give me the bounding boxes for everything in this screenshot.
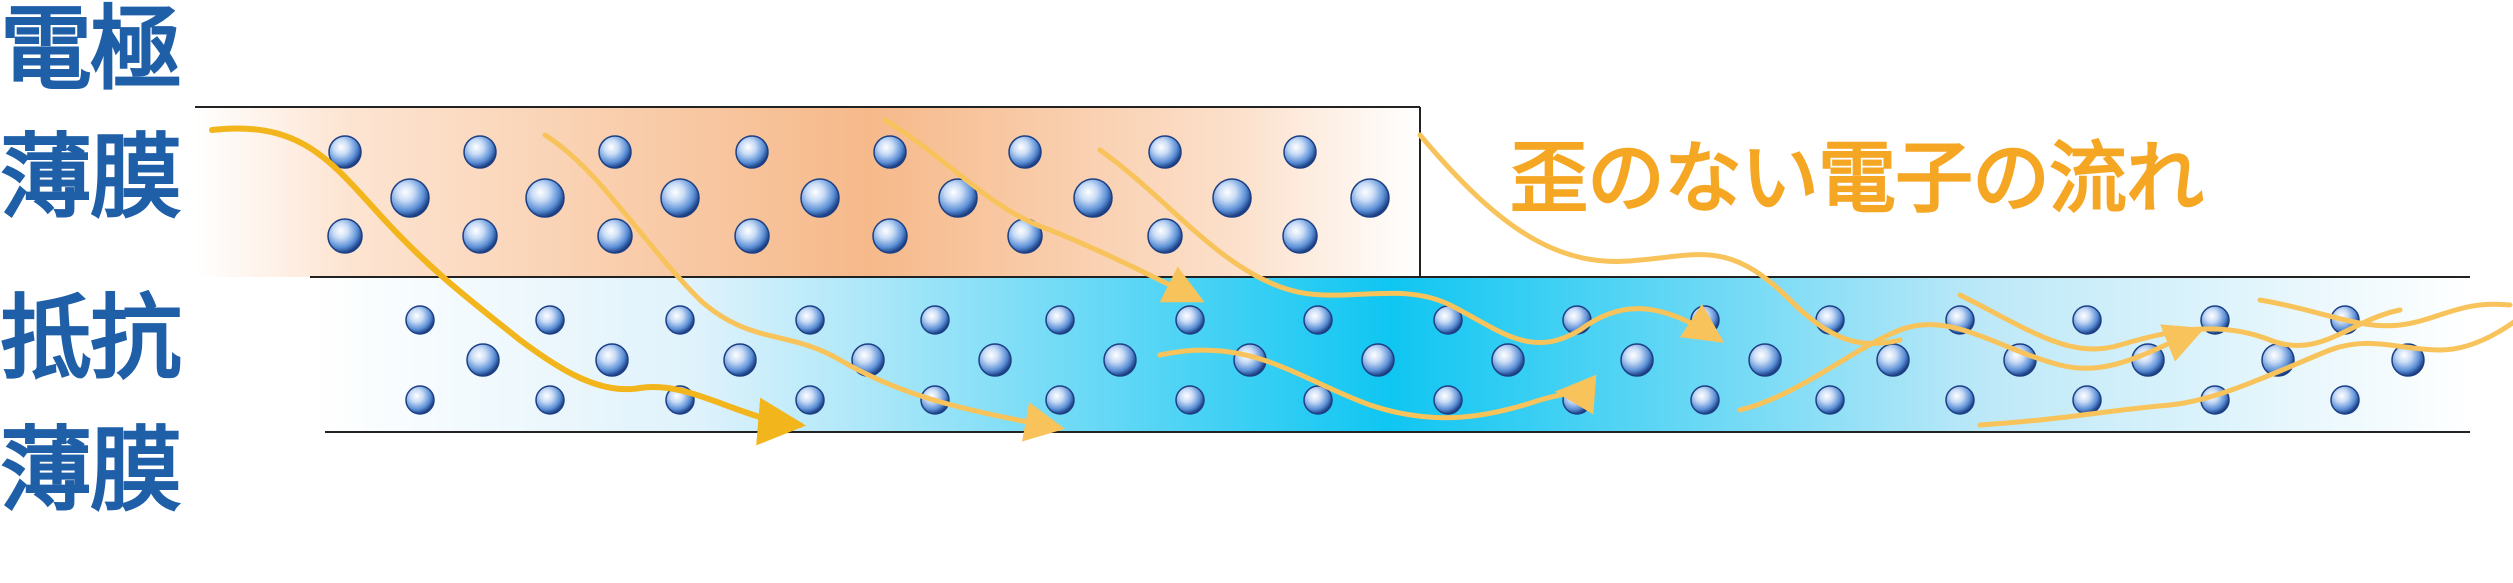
electron-particle [1350,178,1390,218]
electron-particle [1620,343,1654,377]
flow-caption: 歪のない電子の流れ [1510,134,2204,224]
electron-particle [405,385,435,415]
electron-particle [1073,178,1113,218]
electron-flow-arrow [1957,292,2403,352]
electron-particle [463,135,497,169]
electron-particle [2072,305,2102,335]
electron-particle [1303,305,1333,335]
electron-particle [1045,305,1075,335]
electron-flow-arrow [882,117,1205,303]
electron-particle [1748,343,1782,377]
electron-particle [328,135,362,169]
electron-particle [1282,218,1318,254]
electron-particle [795,305,825,335]
electron-particle [1303,385,1333,415]
electron-flow-arrows [209,117,2513,446]
electron-particle [1175,385,1205,415]
electron-particle [1491,343,1525,377]
electron-particle [665,305,695,335]
electron-particle [938,178,978,218]
electron-particle [2391,343,2425,377]
electron-particle [734,218,770,254]
electron-particle [525,178,565,218]
electron-particle [735,135,769,169]
electron-particle [1945,385,1975,415]
electron-particle [597,218,633,254]
electron-particle [1212,178,1252,218]
electron-particle [1147,218,1183,254]
electron-particle [1045,385,1075,415]
electron-particle [1148,135,1182,169]
electron-particle [795,385,825,415]
electron-particle [595,343,629,377]
electron-particle [598,135,632,169]
electron-particle [1690,385,1720,415]
electron-particle [1433,385,1463,415]
electron-particle [390,178,430,218]
electron-flow-arrow [1737,322,2205,413]
electron-particle [405,305,435,335]
electrode-label-line2: 薄膜 [0,124,182,231]
electron-particle [466,343,500,377]
electron-particle [535,385,565,415]
resistor-label-line1: 抵抗 [0,285,182,392]
electron-particle [1815,385,1845,415]
electron-flow-arrow [209,125,806,446]
electron-flow-arrow [1097,147,1725,346]
electron-particle [1008,135,1042,169]
electron-particle [2330,385,2360,415]
electron-particle [2072,385,2102,415]
electron-particle [1283,135,1317,169]
electron-particle [920,305,950,335]
electron-particle [873,135,907,169]
electron-particle [723,343,757,377]
electrode-particles [327,135,1390,254]
electron-flow-arrow [1157,347,1597,421]
electron-particle [327,218,363,254]
electron-particle [462,218,498,254]
electron-particle [1876,343,1910,377]
electron-particle [872,218,908,254]
electron-particle [535,305,565,335]
electron-particle [800,178,840,218]
electron-particle [1103,343,1137,377]
electron-particle [978,343,1012,377]
resistor-label-line2: 薄膜 [0,417,182,524]
electrode-label-line1: 電極 [0,0,182,103]
electron-particle [660,178,700,218]
electron-flow-arrow [2257,297,2513,329]
electron-flow-arrow [542,132,1065,442]
electron-flow-arrow [1977,319,2513,428]
electron-flow-arrow [1417,132,1903,347]
electron-particle [1361,343,1395,377]
electron-particle [1175,305,1205,335]
